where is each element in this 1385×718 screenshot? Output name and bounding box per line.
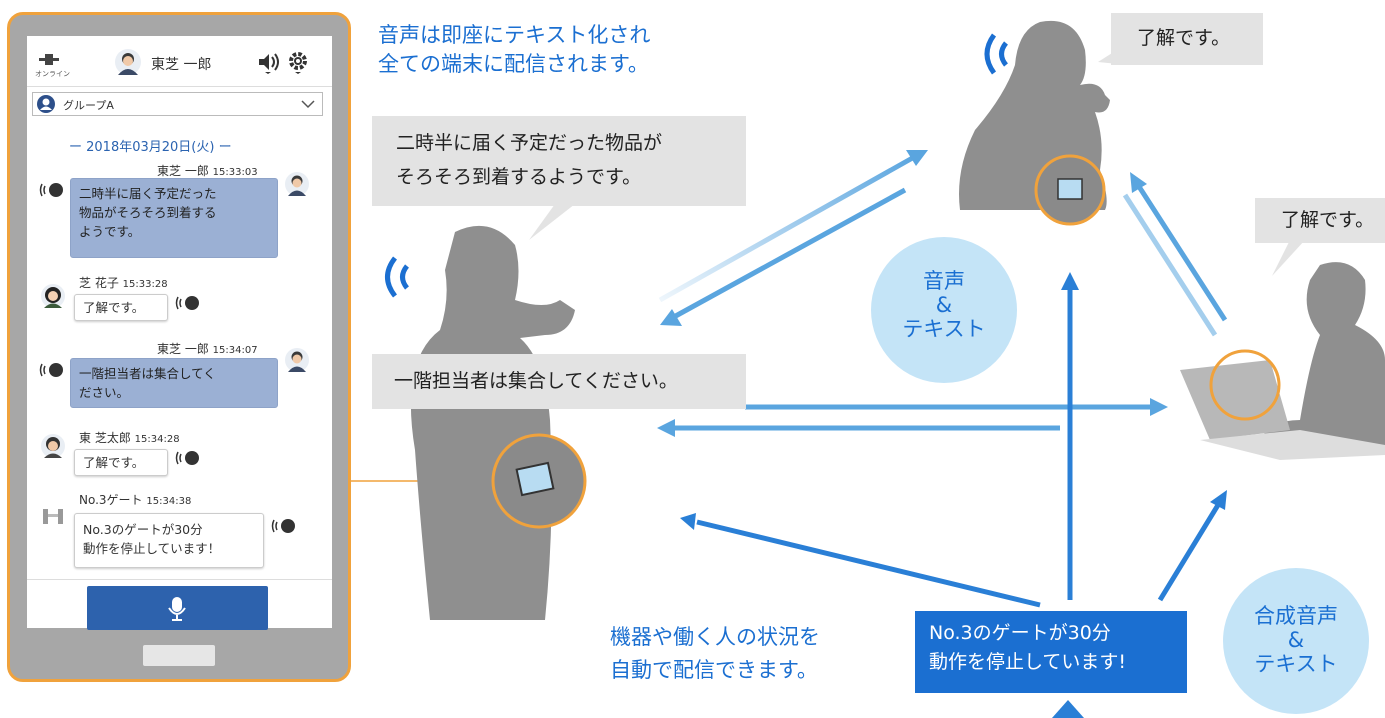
user-name: 東芝 一郎 xyxy=(151,57,212,73)
message-line: 一階担当者は集合してく xyxy=(79,366,216,381)
alert-line: No.3のゲートが30分 xyxy=(929,622,1111,644)
circle-line: テキスト xyxy=(902,317,986,341)
sender-name: 東芝 一郎 xyxy=(157,342,209,356)
sender-name: No.3ゲート xyxy=(79,493,143,507)
voice-text-circle: 音声 & テキスト xyxy=(871,237,1017,383)
alert-line: 動作を停止しています! xyxy=(929,651,1127,673)
device-circle-3 xyxy=(1209,349,1281,421)
chevron-down-icon xyxy=(301,100,315,109)
message-time: 15:33:28 xyxy=(122,279,168,290)
speech-line: 二時半に届く予定だった物品が xyxy=(396,132,663,154)
voice-wave-icon xyxy=(984,33,1009,75)
voice-wave-icon xyxy=(385,256,410,298)
desk-shape xyxy=(1200,430,1385,460)
caption-line: 機器や働く人の状況を xyxy=(610,625,820,649)
message-line: ださい。 xyxy=(79,385,130,400)
message-time: 15:34:38 xyxy=(146,496,192,507)
avatar xyxy=(41,284,65,308)
reply-text: 了解です。 xyxy=(1281,209,1375,231)
chat-bubble-sent: 二時半に届く予定だった 物品がそろそろ到着する ようです。 xyxy=(70,178,278,258)
microphone-icon xyxy=(168,597,186,621)
circle-line: & xyxy=(935,293,953,317)
chat-bubble-sent: 一階担当者は集合してく ださい。 xyxy=(70,358,278,408)
circle-line: 音声 xyxy=(923,269,965,293)
gate-device-icon xyxy=(43,509,63,524)
app-header: オンライン 東芝 一郎 xyxy=(27,36,332,87)
app-screen: オンライン 東芝 一郎 グループA ー 2018年03月20日(火) ー 東芝 … xyxy=(27,36,332,630)
circle-line: 合成音声 xyxy=(1254,604,1338,628)
avatar xyxy=(285,348,309,372)
reply-text: 了解です。 xyxy=(1137,27,1231,49)
message-header: 芝 花子 15:33:28 xyxy=(79,274,168,291)
chat-bubble-received: 了解です。 xyxy=(74,294,168,321)
sender-name: 東 芝太郎 xyxy=(79,431,131,445)
flow-arrows xyxy=(657,150,1228,718)
message-time: 15:33:03 xyxy=(212,167,258,178)
caption-line: 自動で配信できます。 xyxy=(610,658,818,682)
online-status: オンライン xyxy=(35,70,70,78)
message-time: 15:34:07 xyxy=(212,345,258,356)
reply-bubble-right: 了解です。 xyxy=(1255,198,1385,243)
message-time: 15:34:28 xyxy=(134,434,180,445)
device-circle-1 xyxy=(491,433,587,529)
avatar xyxy=(285,172,309,196)
message-header: 東芝 一郎 15:34:07 xyxy=(157,340,258,357)
push-to-talk-button[interactable] xyxy=(87,586,268,630)
speaker-person-silhouette xyxy=(410,225,575,620)
caption-line: 音声は即座にテキスト化され xyxy=(378,23,651,47)
laptop-person-silhouette xyxy=(1260,262,1385,450)
sender-name: 芝 花子 xyxy=(79,276,119,290)
bottom-caption: 機器や働く人の状況を 自動で配信できます。 xyxy=(610,621,820,687)
laptop-shape xyxy=(1180,360,1290,440)
speech-bubble-lower: 一階担当者は集合してください。 xyxy=(372,354,746,409)
voice-playback-icon[interactable] xyxy=(39,362,65,378)
top-caption: 音声は即座にテキスト化され 全ての端末に配信されます。 xyxy=(378,21,650,79)
reply-bubble-top: 了解です。 xyxy=(1111,13,1263,65)
voice-playback-icon[interactable] xyxy=(271,518,297,534)
group-icon xyxy=(37,95,55,113)
chat-date: ー 2018年03月20日(火) ー xyxy=(69,140,232,155)
bubble-tail xyxy=(529,204,575,240)
message-line: 了解です。 xyxy=(83,300,145,315)
message-line: 物品がそろそろ到着する xyxy=(79,205,217,220)
avatar xyxy=(41,434,65,458)
device-circle-2 xyxy=(1034,154,1106,226)
speech-line: 一階担当者は集合してください。 xyxy=(394,370,678,392)
gear-icon[interactable] xyxy=(287,51,309,75)
group-selected-value: グループA xyxy=(63,99,114,112)
chat-bubble-received: 了解です。 xyxy=(74,449,168,476)
message-line: ようです。 xyxy=(79,224,141,239)
message-header: No.3ゲート 15:34:38 xyxy=(79,491,191,508)
synth-voice-circle: 合成音声 & テキスト xyxy=(1223,568,1369,714)
message-line: 二時半に届く予定だった xyxy=(79,186,217,201)
circle-line: テキスト xyxy=(1254,652,1338,676)
speech-line: そろそろ到着するようです。 xyxy=(396,166,642,188)
speech-bubble-main: 二時半に届く予定だった物品が そろそろ到着するようです。 xyxy=(372,116,746,206)
user-avatar xyxy=(115,49,141,75)
message-line: 動作を停止しています！ xyxy=(83,541,221,556)
gate-alert-box: No.3のゲートが30分 動作を停止しています! xyxy=(915,611,1187,693)
group-select[interactable]: グループA xyxy=(32,92,323,116)
speaker-icon[interactable] xyxy=(257,52,281,74)
voice-playback-icon[interactable] xyxy=(175,450,201,466)
message-header: 東 芝太郎 15:34:28 xyxy=(79,429,180,446)
sender-name: 東芝 一郎 xyxy=(157,164,209,178)
voice-playback-icon[interactable] xyxy=(175,295,201,311)
chat-bubble-received: No.3のゲートが30分 動作を停止しています！ xyxy=(74,513,264,568)
plug-icon xyxy=(39,54,59,65)
caption-line: 全ての端末に配信されます。 xyxy=(378,52,649,76)
message-header: 東芝 一郎 15:33:03 xyxy=(157,162,258,179)
circle-line: & xyxy=(1287,628,1305,652)
bubble-tail xyxy=(1272,240,1305,276)
home-button[interactable] xyxy=(143,645,215,666)
voice-playback-icon[interactable] xyxy=(39,182,65,198)
message-line: 了解です。 xyxy=(83,455,145,470)
message-line: No.3のゲートが30分 xyxy=(83,522,203,537)
